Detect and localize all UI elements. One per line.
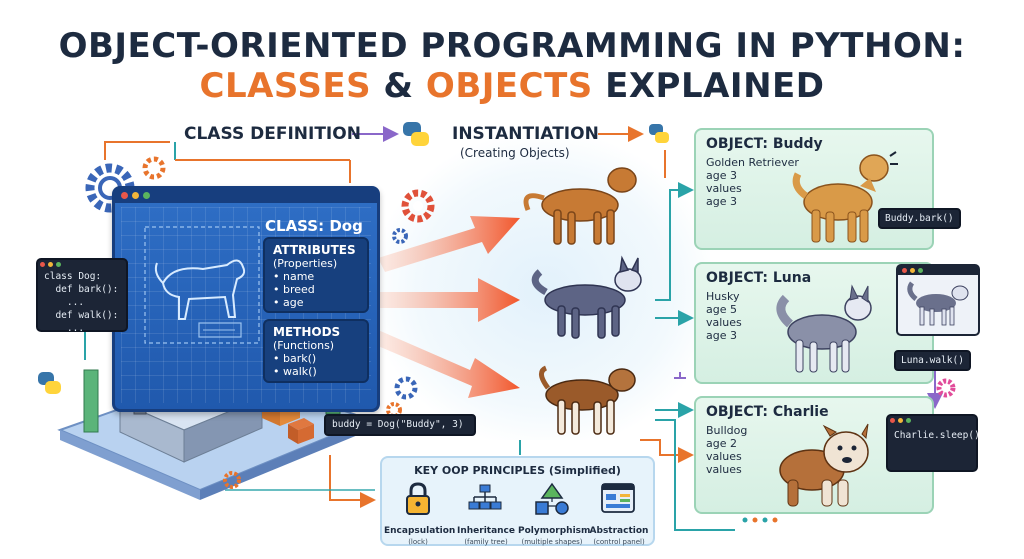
title-objects: OBJECTS — [425, 66, 593, 106]
window-dot-icon — [121, 192, 128, 199]
methods-subheading: (Functions) — [273, 339, 335, 352]
dog-beagle — [539, 365, 636, 435]
window-dot-icon — [906, 418, 911, 423]
window-dot-icon — [918, 268, 923, 273]
python-logo-icon — [403, 122, 429, 146]
object-title: OBJECT: Charlie — [706, 404, 829, 420]
window-dot-icon — [890, 418, 895, 423]
class-title: CLASS: Dog — [265, 217, 363, 235]
code-line: def walk(): — [44, 310, 119, 321]
window-dot-icon — [143, 192, 150, 199]
object-title: OBJECT: Luna — [706, 270, 812, 286]
page-title-line-2: CLASSES & OBJECTS EXPLAINED — [0, 66, 1024, 106]
code-line: ... — [44, 297, 85, 308]
class-dog-window: CLASS: Dog ATTRIBUTES (Properties) • nam… — [112, 186, 380, 412]
principle-note: (family tree) — [464, 538, 508, 546]
method-item: • bark() — [273, 352, 317, 365]
charlie-code-window: Charlie.sleep() — [886, 414, 980, 472]
window-title-bar — [115, 189, 377, 203]
principle-inheritance: Inheritance — [456, 526, 515, 536]
window-dot-icon — [56, 262, 61, 267]
principle-note: (control panel) — [593, 538, 645, 546]
preview-window-title-bar — [898, 266, 978, 275]
attributes-panel: ATTRIBUTES (Properties) • name • breed •… — [263, 237, 369, 313]
object-method-call: Charlie.sleep() — [894, 430, 980, 441]
window-dot-icon — [898, 418, 903, 423]
window-dot-icon — [40, 262, 45, 267]
class-code-window: class Dog: def bark(): ... def walk(): .… — [36, 258, 128, 334]
dog-husky — [531, 255, 642, 339]
principle-note: (multiple shapes) — [521, 538, 583, 546]
method-item: • walk() — [273, 365, 317, 378]
section-subheading-instantiation: (Creating Objects) — [460, 146, 570, 160]
instantiation-arrow-1 — [378, 216, 520, 272]
attributes-subheading: (Properties) — [273, 257, 338, 270]
methods-panel: METHODS (Functions) • bark() • walk() — [263, 319, 369, 383]
dog-golden-retriever-icon — [792, 151, 898, 243]
luna-preview-window — [896, 264, 980, 336]
principles-title: KEY OOP PRINCIPLES (Simplified) — [414, 464, 621, 477]
window-dot-icon — [902, 268, 907, 273]
page-title-line-1: OBJECT-ORIENTED PROGRAMMING IN PYTHON: — [58, 26, 966, 66]
methods-heading: METHODS — [273, 325, 341, 339]
attribute-item: • name — [273, 270, 315, 283]
python-logo-icon — [649, 124, 669, 143]
attribute-item: • breed — [273, 283, 315, 296]
attributes-heading: ATTRIBUTES — [273, 243, 356, 257]
connector-line — [104, 141, 170, 160]
shapes-icon — [535, 482, 569, 515]
dog-golden-retriever — [523, 167, 637, 245]
object-method-call: Buddy.bark() — [878, 208, 961, 229]
principle-note: (lock) — [408, 538, 428, 546]
principle-encapsulation: Encapsulation — [384, 526, 456, 536]
lock-icon — [406, 482, 430, 515]
window-dot-icon — [132, 192, 139, 199]
code-line: class Dog: — [44, 271, 102, 282]
dog-bulldog-icon — [779, 423, 869, 507]
instantiation-code: buddy = Dog("Buddy", 3) — [324, 414, 476, 436]
title-classes: CLASSES — [199, 66, 372, 106]
gear-icon-pink — [936, 378, 956, 398]
husky-walking-icon — [907, 281, 969, 326]
instantiation-arrow-2 — [378, 278, 520, 322]
section-heading-class-definition: CLASS DEFINITION — [184, 124, 361, 144]
gear-icon-bottom — [386, 376, 418, 418]
instantiation-arrow-3 — [378, 330, 520, 398]
code-line: ... — [44, 323, 85, 334]
code-window-title-bar — [890, 418, 974, 423]
dog-husky-icon — [776, 284, 872, 373]
principle-polymorphism: Polymorphism — [518, 526, 591, 536]
object-title: OBJECT: Buddy — [706, 136, 823, 152]
object-method-call: Luna.walk() — [894, 350, 971, 371]
window-dot-icon — [48, 262, 53, 267]
window-dot-icon — [910, 268, 915, 273]
gear-icon-small — [142, 156, 166, 180]
gear-icon-red — [401, 189, 435, 223]
section-heading-instantiation: INSTANTIATION — [452, 124, 599, 144]
blueprint-dog-icon — [144, 226, 260, 344]
python-logo-icon — [38, 372, 61, 394]
title-explained: EXPLAINED — [592, 66, 825, 106]
gear-icon-blue-small — [392, 228, 408, 244]
family-tree-icon — [468, 484, 502, 510]
code-window-title-bar — [40, 262, 124, 267]
principle-abstraction: Abstraction — [589, 526, 649, 536]
title-amp: & — [371, 66, 426, 106]
oop-principles-box: KEY OOP PRINCIPLES (Simplified) Encapsul… — [380, 456, 655, 546]
control-panel-icon — [601, 483, 635, 513]
attribute-item: • age — [273, 296, 304, 309]
code-line: def bark(): — [44, 284, 119, 295]
